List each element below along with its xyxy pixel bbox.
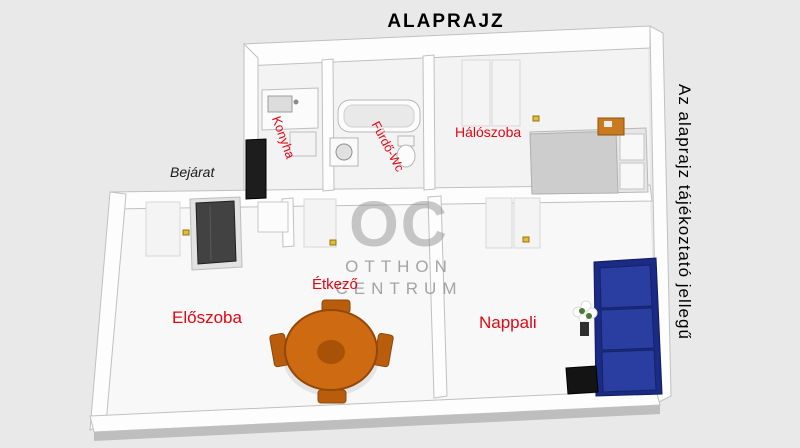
wall-details: [145, 59, 541, 271]
door-markers: [182, 115, 540, 246]
plant-leaf: [579, 308, 585, 314]
door-marker: [532, 115, 540, 122]
tv-table: [565, 365, 599, 395]
dining-living-divider-wall: [427, 195, 448, 399]
kitchen-stove: [289, 131, 317, 157]
pillow-1: [619, 133, 645, 161]
entrance-door-line: [209, 205, 212, 261]
plant: [572, 300, 598, 336]
entrance-label: Bejárat: [170, 164, 215, 180]
bathroom-furniture: [329, 99, 421, 168]
room-label-etkezo: Étkező: [312, 276, 358, 293]
bedroom-closet-door-right: [491, 59, 521, 127]
walls: [89, 25, 672, 441]
living-furniture: [565, 257, 663, 397]
pillow-2: [619, 162, 645, 190]
dining-furniture: [269, 299, 394, 404]
entrance-door: [195, 200, 237, 265]
dining-chair-bottom: [317, 389, 347, 404]
bedroom-closet-door-left: [461, 59, 491, 127]
kitchen-faucet: [293, 99, 299, 105]
hall-cabinet: [257, 201, 289, 233]
page-title: ALAPRAJZ: [387, 11, 505, 32]
door-marker: [522, 236, 530, 243]
bedroom-furniture: [529, 117, 649, 195]
bed-blanket: [529, 130, 619, 195]
bathtub-basin: [343, 104, 415, 128]
sofa-cushion-1: [599, 264, 653, 309]
sofa-cushion-3: [601, 349, 657, 393]
plant-leaf: [586, 313, 592, 319]
door-marker: [182, 229, 190, 236]
washing-machine-door: [335, 143, 353, 161]
bath-bedroom-divider-wall: [422, 54, 436, 191]
kitchen-sink: [267, 95, 293, 113]
nightstand-item: [604, 121, 612, 127]
room-label-haloszoba: Hálószoba: [455, 124, 522, 140]
front-wall: [89, 389, 661, 433]
dining-table-pedestal: [317, 340, 345, 364]
room-label-eloszoba: Előszoba: [172, 308, 242, 327]
door-marker: [329, 239, 337, 246]
kitchen-furniture: [245, 87, 319, 200]
hall-door: [145, 201, 181, 257]
kitchen-bath-divider-wall: [321, 58, 335, 192]
room-label-nappali: Nappali: [479, 313, 537, 332]
plant-vase: [580, 322, 589, 336]
disclaimer-text: Az alaprajz tájékoztató jellegű: [675, 84, 694, 340]
front-base-shadow: [94, 405, 660, 441]
toilet-bowl: [396, 144, 416, 168]
sofa-cushion-2: [600, 307, 655, 351]
dining-door: [303, 198, 337, 248]
fridge: [245, 138, 267, 200]
plant-bloom: [578, 313, 588, 323]
living-door-left: [485, 197, 513, 249]
